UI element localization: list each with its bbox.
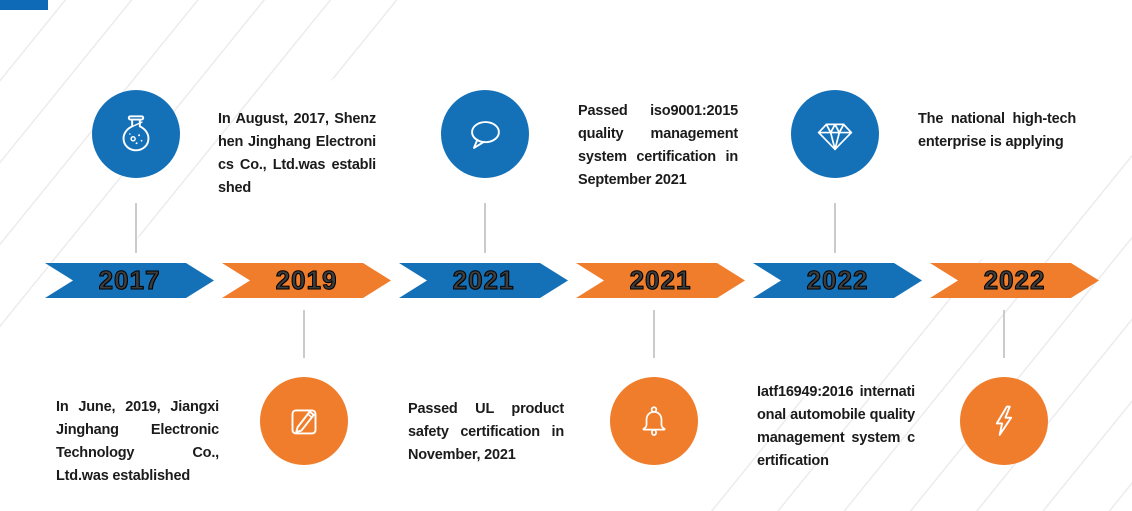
timeline-year-label: 2021 [629,265,692,296]
speech-bubble-icon [471,121,500,149]
connector-line [484,203,486,253]
event-text-2017: In August, 2017, Shenzhen Jinghang Elect… [218,111,376,196]
timeline-year-label: 2022 [983,265,1046,296]
timeline-year-label: 2022 [806,265,869,296]
connector-line [653,310,655,358]
diamond-icon [817,123,853,151]
event-text-2021-iso: Passed iso9001:2015 quality management s… [578,103,738,188]
timeline-segment-2017: 2017 [45,263,214,298]
timeline-segment-2019: 2019 [222,263,391,298]
event-circle-2021-ul [610,377,698,465]
timeline-segment-2021a: 2021 [399,263,568,298]
timeline-year-label: 2019 [275,265,338,296]
timeline-year-label: 2021 [452,265,515,296]
edit-pencil-icon [291,409,317,435]
timeline-segment-2021b: 2021 [576,263,745,298]
event-text-2022-iatf: Iatf16949:2016 international automobile … [757,384,915,469]
event-text-2021-ul: Passed UL product safety certification i… [408,401,564,463]
event-circle-2022-iatf [960,377,1048,465]
event-text-2019: In June, 2019, Jiangxi Jinghang Electron… [56,399,219,484]
event-circle-2019 [260,377,348,465]
lightning-icon [995,405,1013,436]
corner-accent-bar [0,0,48,10]
timeline-segment-2022b: 2022 [930,263,1099,298]
connector-line [135,203,137,253]
event-circle-2022-hightech [791,90,879,178]
event-text-2022-hightech: The national high-tech enterprise is app… [918,111,1076,150]
timeline-segment-2022a: 2022 [753,263,922,298]
connector-line [1003,310,1005,358]
connector-line [303,310,305,358]
connector-line [834,203,836,253]
event-circle-2017 [92,90,180,178]
event-circle-2021-iso [441,90,529,178]
timeline-year-label: 2017 [98,265,161,296]
bell-icon [642,406,666,436]
flask-icon [122,115,150,152]
